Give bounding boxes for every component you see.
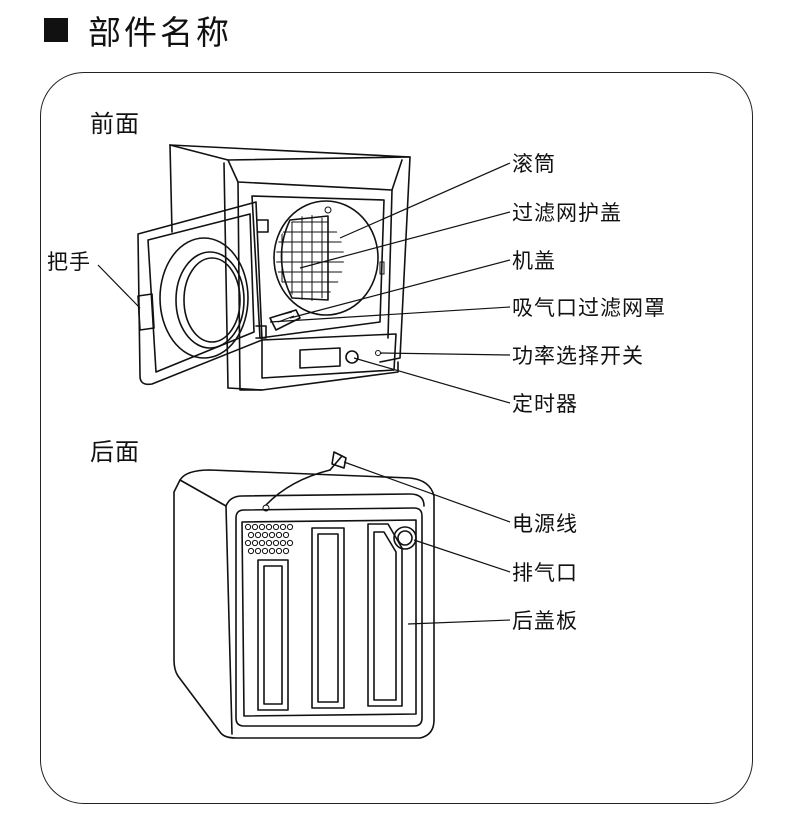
page-title: 部件名称 [88, 13, 232, 52]
back-section-title: 后面 [90, 438, 140, 466]
label-intake-filter: 吸气口过滤网罩 [512, 296, 666, 320]
vent-holes [244, 523, 294, 555]
label-top-cover: 机盖 [512, 249, 556, 273]
front-leader-lines [97, 162, 511, 404]
label-exhaust: 排气口 [512, 561, 578, 585]
label-back-cover: 后盖板 [512, 609, 578, 633]
label-power-cord: 电源线 [512, 512, 578, 536]
back-dryer-drawing [173, 451, 435, 739]
front-section-title: 前面 [90, 110, 140, 138]
diagram-panel [40, 72, 753, 804]
header-bullet [44, 18, 68, 42]
label-timer: 定时器 [512, 392, 578, 416]
section-header: 部件名称 [44, 8, 232, 52]
label-filter-cover: 过滤网护盖 [512, 201, 622, 225]
label-drum: 滚筒 [512, 152, 556, 176]
label-power-switch: 功率选择开关 [512, 344, 644, 368]
front-dryer-drawing [137, 144, 411, 391]
label-handle: 把手 [47, 250, 91, 274]
back-leader-lines [343, 461, 511, 625]
